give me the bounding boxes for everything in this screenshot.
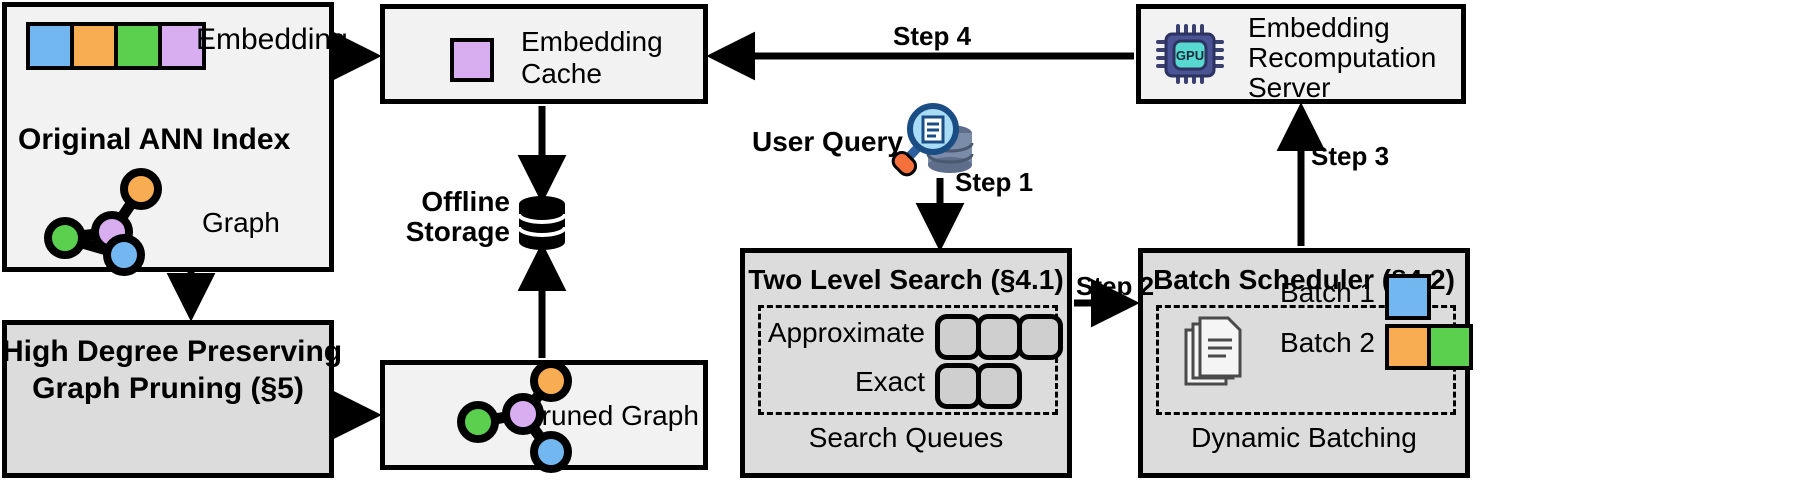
step-1-label: Step 1 <box>955 167 1034 197</box>
dynamic-batching-footer: Dynamic Batching <box>1191 422 1417 453</box>
two-level-search-title: Two Level Search (§4.1) <box>748 264 1064 295</box>
search-queues-footer: Search Queues <box>808 422 1004 453</box>
recomputation-server-line1: Embedding <box>1248 12 1390 43</box>
step-4-label: Step 4 <box>893 21 972 51</box>
search-queues-dashed-region <box>758 305 1058 415</box>
batch-1-chip-blue <box>1385 274 1431 320</box>
embedding-cache-title-line2: Cache <box>521 58 602 89</box>
batch-2-chip-green <box>1427 324 1473 370</box>
graph-pruning-box <box>2 320 334 478</box>
batch-2-chip-orange <box>1385 324 1431 370</box>
approximate-queue-slot-1[interactable] <box>935 314 981 360</box>
embedding-chip-blue <box>26 22 74 70</box>
original-ann-index-title: Original ANN Index <box>18 123 291 156</box>
batch-1-label: Batch 1 <box>1280 277 1375 308</box>
step-2-label: Step 2 <box>1076 271 1155 301</box>
recomputation-server-line3: Server <box>1248 72 1331 103</box>
approximate-queue-slot-3[interactable] <box>1017 314 1063 360</box>
exact-row-label: Exact <box>854 366 925 397</box>
graph-pruning-title-line1: High Degree Preserving <box>2 335 343 368</box>
user-query-label: User Query <box>752 126 903 157</box>
embedding-vector-chips <box>26 22 206 70</box>
embedding-cache-icon <box>450 38 494 82</box>
embedding-cache-box <box>380 4 708 104</box>
graph-pruning-title-line2: Graph Pruning (§5) <box>32 372 304 405</box>
approximate-row-label: Approximate <box>767 317 925 348</box>
embedding-chip-orange <box>70 22 118 70</box>
approximate-queue-slot-2[interactable] <box>976 314 1022 360</box>
embedding-chip-purple <box>158 22 206 70</box>
embedding-chip-green <box>114 22 162 70</box>
embedding-cache-title-line1: Embedding <box>521 26 663 57</box>
batch-2-label: Batch 2 <box>1280 327 1375 358</box>
exact-queue-slot-1[interactable] <box>935 363 981 409</box>
embedding-label: Embedding <box>196 23 348 56</box>
offline-storage-label-line2: Storage <box>405 216 510 247</box>
pruned-graph-label: Pruned Graph <box>523 400 699 431</box>
offline-storage-label-line1: Offline <box>421 186 510 217</box>
exact-queue-slot-2[interactable] <box>976 363 1022 409</box>
two-level-search-box <box>740 248 1072 478</box>
graph-label: Graph <box>202 207 280 238</box>
recomputation-server-line2: Recomputation <box>1248 42 1437 73</box>
step-3-label: Step 3 <box>1311 141 1390 171</box>
